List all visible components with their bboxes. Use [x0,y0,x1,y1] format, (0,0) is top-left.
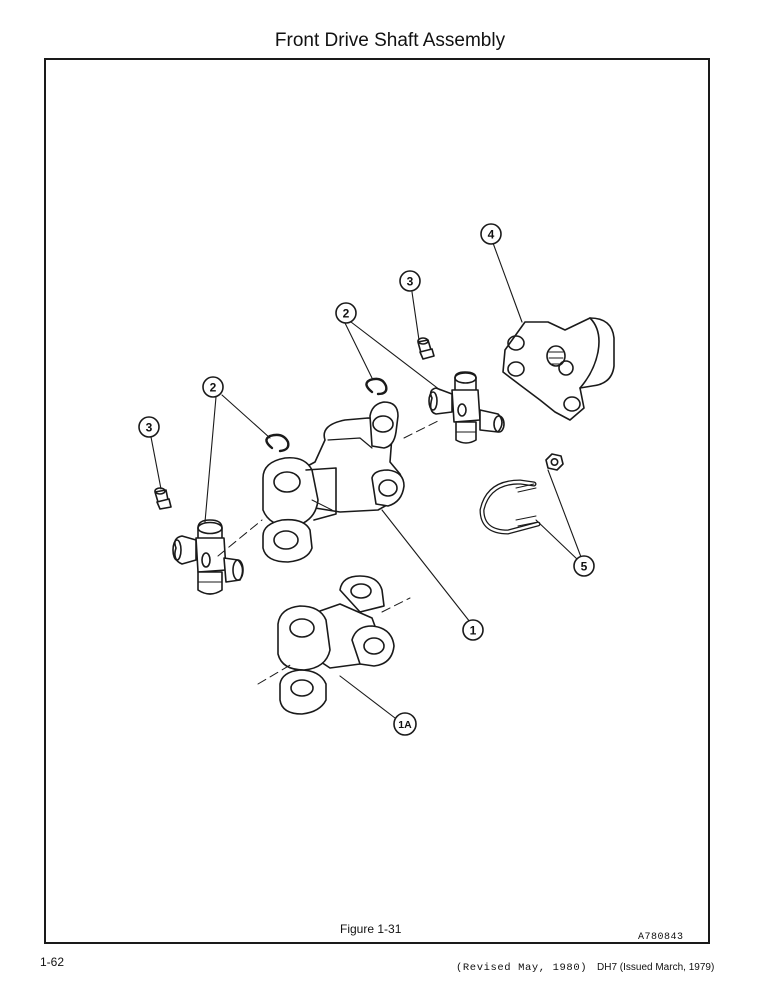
svg-text:1: 1 [470,624,477,638]
flange-yoke-part-4 [502,317,615,421]
snap-ring-left-part-2 [265,433,290,453]
nut-part-5 [545,453,564,471]
figure-frame [44,58,710,944]
page-number: 1-62 [40,955,65,969]
drive-shaft-yoke-part-1 [262,401,405,563]
callout-2-right: 2 [335,302,357,324]
slip-yoke-part-1a [277,575,395,715]
callout-1a: 1A [393,712,417,736]
grease-fitting-right-part-3 [417,337,435,360]
callout-4: 4 [480,223,502,245]
snap-ring-right-part-2 [365,377,388,396]
drawing-number: A780843 [638,932,684,943]
page-title: Front Drive Shaft Assembly [274,30,506,51]
u-joint-cross-right-part-2 [428,371,505,444]
figure-caption: Figure 1-31 [340,922,402,936]
svg-text:2: 2 [210,381,217,395]
callout-5: 5 [573,555,595,577]
svg-text:3: 3 [146,421,153,435]
callout-2-left: 2 [202,376,224,398]
u-bolt-part-5 [479,479,541,535]
svg-text:2: 2 [343,307,350,321]
svg-text:3: 3 [407,275,414,289]
u-joint-cross-left-part-2 [172,519,244,595]
issue-note: DH7 (Issued March, 1979) [597,962,715,973]
callout-3-left: 3 [138,416,160,438]
shaft-centerline [217,419,441,685]
callout-1: 1 [462,619,484,641]
svg-text:1A: 1A [398,719,412,731]
revision-note: (Revised May, 1980) [456,962,588,974]
leader-lines [150,242,582,719]
svg-text:5: 5 [581,560,588,574]
grease-fitting-left-part-3 [154,487,172,510]
svg-text:4: 4 [488,228,495,242]
callout-3-right: 3 [399,270,421,292]
